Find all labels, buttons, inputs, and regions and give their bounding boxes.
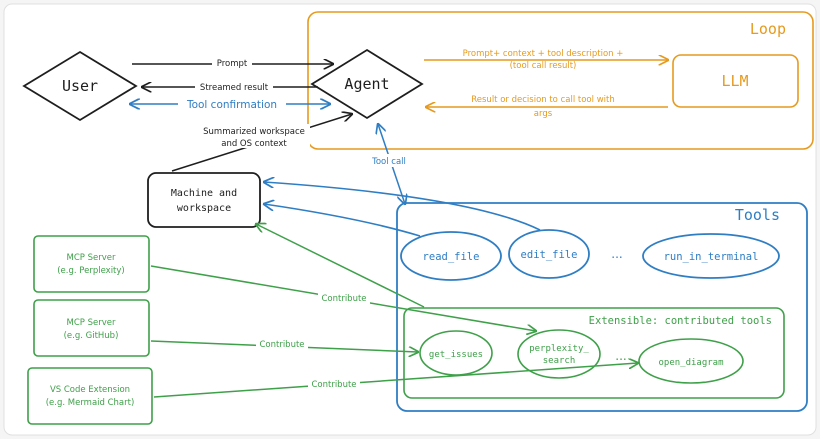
read-file-tool (400, 231, 502, 281)
diagram-card (3, 3, 817, 436)
streamed-result-label: Streamed result (200, 83, 269, 93)
user-label: User (62, 77, 98, 95)
contribute-label-bg-2 (256, 338, 308, 350)
get-issues-label: get_issues (429, 350, 483, 360)
source-box-mermaid (27, 367, 153, 425)
source-github-line2: (e.g. GitHub) (64, 331, 119, 341)
run-in-terminal-tool (642, 233, 780, 279)
source-box-perplexity (33, 235, 150, 293)
tool-call-label: Tool call (371, 157, 406, 167)
open-diagram-label: open_diagram (658, 358, 723, 368)
workspace-context-label-1: Summarized workspace (203, 127, 305, 137)
perplexity-label-1: perplexity_ (529, 344, 589, 354)
edit-file-label: edit_file (521, 249, 578, 261)
run-in-terminal-label: run_in_terminal (664, 251, 759, 263)
loop-container (307, 11, 814, 150)
extensible-more-dots: ... (615, 349, 626, 363)
contribute-arrow-mermaid (153, 363, 638, 398)
machine-workspace-box (147, 172, 261, 228)
source-perplexity-line1: MCP Server (67, 253, 116, 263)
workspace-context-bg (198, 124, 310, 148)
contribute-label-github: Contribute (259, 340, 304, 350)
source-github-line1: MCP Server (67, 318, 116, 328)
tools-title: Tools (735, 206, 780, 224)
perplexity-search-tool (517, 329, 601, 379)
llm-label: LLM (721, 72, 748, 90)
source-box-github (33, 299, 150, 357)
edit-file-to-workspace-arrow (264, 182, 541, 231)
extensible-to-workspace-arrow (256, 224, 425, 308)
contribute-label-perplexity: Contribute (321, 294, 366, 304)
tools-more-dots: ... (611, 247, 622, 261)
extensible-title: Extensible: contributed tools (589, 315, 772, 327)
user-node (22, 50, 138, 122)
streamed-label-bg (195, 80, 273, 93)
agent-node (310, 48, 424, 120)
tool-confirmation-bg (178, 97, 286, 111)
agent-to-llm-label-1: Prompt+ context + tool description + (463, 49, 624, 59)
extensible-container (403, 307, 785, 399)
edit-file-tool (508, 229, 590, 279)
agent-label: Agent (344, 75, 389, 93)
read-file-to-workspace-arrow (264, 204, 421, 237)
perplexity-label-2: search (543, 356, 576, 366)
tool-confirmation-label: Tool confirmation (186, 99, 277, 111)
get-issues-tool (419, 330, 493, 376)
machine-label-2: workspace (177, 203, 231, 214)
contribute-label-mermaid: Contribute (311, 380, 356, 390)
loop-title: Loop (750, 20, 786, 38)
prompt-label: Prompt (217, 59, 248, 69)
llm-to-agent-label-2: args (534, 109, 553, 119)
contribute-label-bg-1 (318, 292, 370, 304)
source-perplexity-line2: (e.g. Perplexity) (57, 266, 125, 276)
source-mermaid-line2: (e.g. Mermaid Chart) (46, 398, 135, 408)
agent-to-llm-label-2: (tool call result) (510, 61, 577, 71)
tool-call-bg (366, 154, 412, 167)
prompt-label-bg (212, 57, 252, 69)
llm-box (672, 54, 799, 108)
contribute-label-bg-3 (308, 378, 360, 390)
machine-label-1: Machine and (171, 188, 237, 199)
source-mermaid-line1: VS Code Extension (50, 385, 130, 395)
read-file-label: read_file (423, 251, 480, 263)
workspace-context-label-2: and OS context (221, 139, 287, 149)
llm-to-agent-label-1: Result or decision to call tool with (471, 95, 614, 105)
